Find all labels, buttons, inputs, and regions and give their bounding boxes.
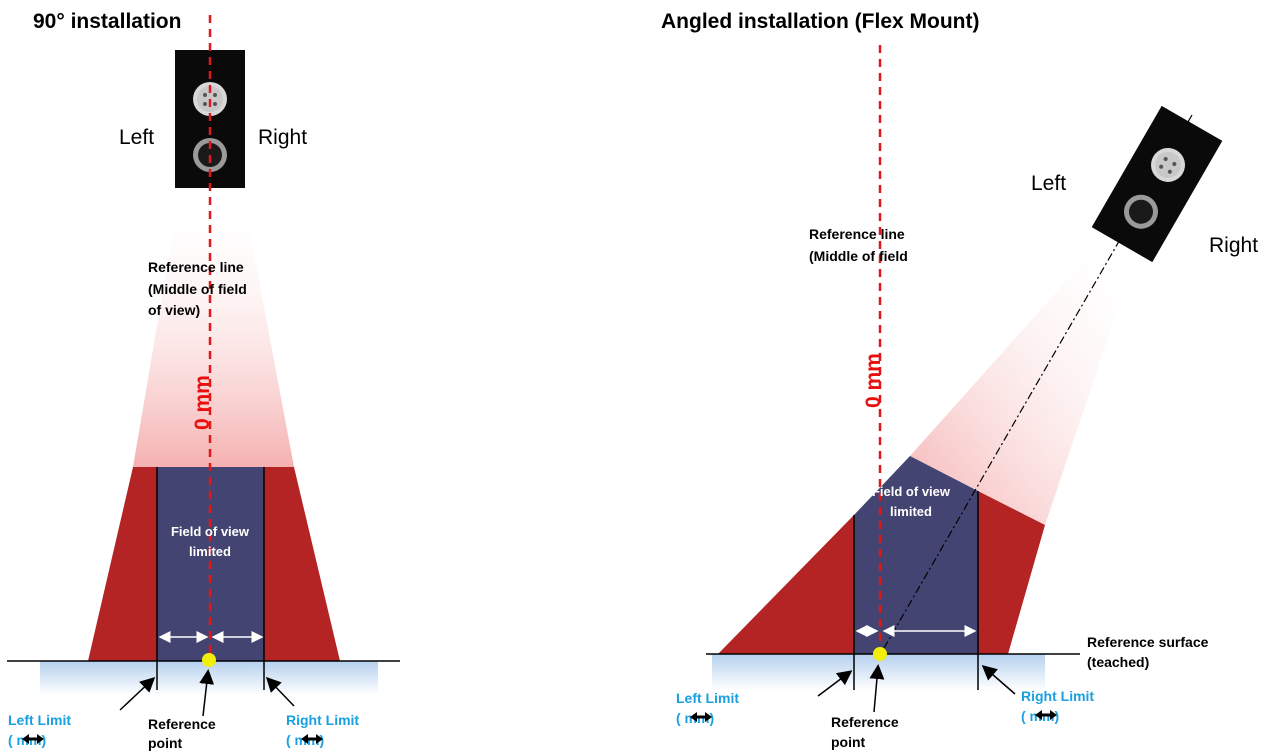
reference-surface-label-2: (teached): [1087, 654, 1149, 670]
reference-surface-label-1: Reference surface: [1087, 634, 1209, 650]
right-fov-label-2: limited: [890, 504, 932, 519]
left-panel: 90° installation Left Right: [7, 10, 400, 751]
right-panel-reference-point-pointer: [869, 664, 885, 713]
right-panel: Angled installation (Flex Mount) Lef: [661, 10, 1258, 750]
right-panel-left-label: Left: [1031, 172, 1066, 195]
left-red-region-right: [264, 467, 340, 661]
left-fov-label-1: Field of view: [171, 524, 250, 539]
left-reference-point-label-1: Reference: [148, 716, 216, 732]
right-panel-reference-point-label-1: Reference: [831, 714, 899, 730]
right-panel-right-label: Right: [1209, 234, 1258, 257]
left-reference-line-label-3: of view): [148, 302, 200, 318]
right-zero-label: 0 mm: [862, 353, 885, 408]
left-limit-pointer: [119, 676, 156, 711]
left-reference-line-label-2: (Middle of field: [148, 281, 247, 297]
right-panel-right-limit-label: Right Limit: [1021, 688, 1094, 704]
right-reference-point: [873, 647, 887, 661]
left-fov-label-2: limited: [189, 544, 231, 559]
right-reference-line-label-1: Reference line: [809, 226, 905, 242]
left-limit-double-arrow-icon: [22, 734, 44, 744]
right-field-of-view: [854, 456, 978, 654]
right-panel-left-limit-pointer: [817, 670, 853, 697]
left-zero-label: 0 mm: [191, 375, 214, 430]
right-panel-left-limit-double-arrow-icon: [690, 712, 712, 722]
right-limit-label: Right Limit: [286, 712, 359, 728]
left-reference-point: [202, 653, 216, 667]
right-limit-double-arrow-icon: [301, 734, 323, 744]
right-red-region-right: [978, 491, 1045, 654]
right-sensor: [1091, 105, 1223, 263]
left-side-label: Left: [119, 126, 154, 149]
right-panel-reference-point-label-2: point: [831, 734, 866, 750]
right-side-label: Right: [258, 126, 307, 149]
right-fov-label-1: Field of view: [872, 484, 951, 499]
left-reference-point-pointer: [199, 669, 215, 717]
right-reference-line-label-2: (Middle of field: [809, 248, 908, 264]
right-limit-pointer: [265, 676, 295, 707]
left-reference-point-label-2: point: [148, 735, 183, 751]
left-reference-line-label-1: Reference line: [148, 259, 244, 275]
left-limit-label: Left Limit: [8, 712, 71, 728]
left-panel-title: 90° installation: [33, 10, 181, 33]
right-panel-left-limit-label: Left Limit: [676, 690, 739, 706]
right-panel-title: Angled installation (Flex Mount): [661, 10, 980, 33]
left-red-region-left: [88, 467, 157, 661]
right-panel-right-limit-double-arrow-icon: [1035, 710, 1057, 720]
left-beam: [133, 190, 294, 467]
right-panel-right-limit-pointer: [981, 665, 1016, 695]
right-red-region-left: [718, 515, 854, 654]
